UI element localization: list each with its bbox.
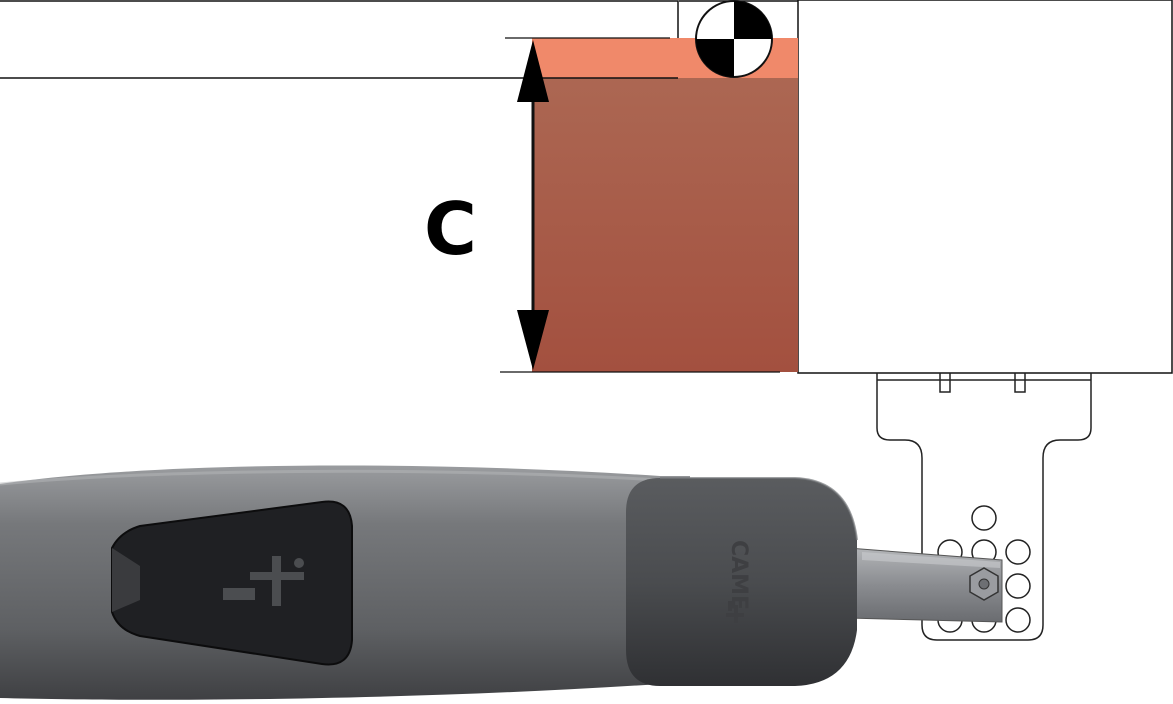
dimension-label: C — [424, 187, 477, 271]
brand-symbol-icon — [726, 601, 744, 623]
motor-arm — [847, 547, 1003, 623]
motor-button-panel — [111, 500, 353, 666]
brand-label: CAME — [726, 540, 751, 610]
dimension-arrow-icon — [517, 40, 549, 370]
brand-text: CAME — [726, 540, 751, 610]
target-marker-icon — [695, 0, 773, 78]
motor-end-cap — [626, 478, 857, 686]
mounting-bracket — [876, 373, 1092, 641]
pillar — [797, 0, 1173, 374]
dimension-area — [532, 38, 798, 372]
came-logo-icon — [223, 556, 304, 606]
